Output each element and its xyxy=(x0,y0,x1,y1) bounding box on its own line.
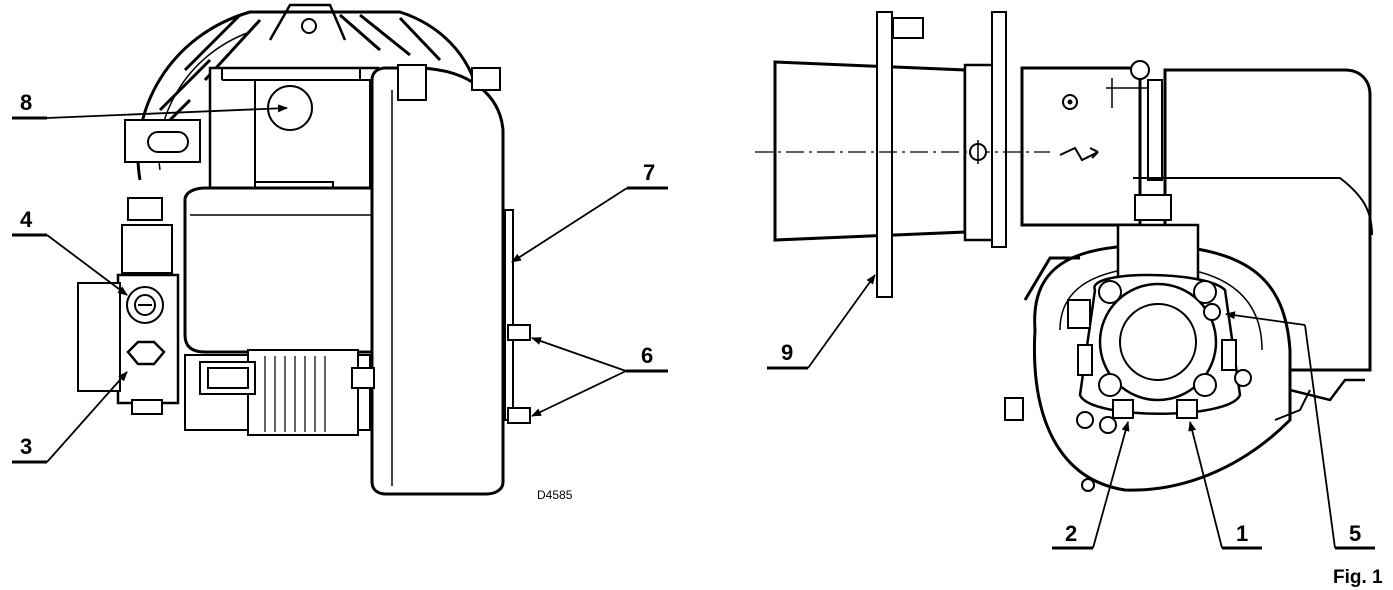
fan-housing xyxy=(124,3,480,181)
fixing-screws xyxy=(507,324,531,424)
callout-8: 8 xyxy=(20,90,32,115)
motor-assembly xyxy=(184,349,375,436)
callout-4: 4 xyxy=(20,207,33,232)
oil-pump-front xyxy=(1067,194,1252,434)
callout-3: 3 xyxy=(20,434,32,459)
drawing-code: D4585 xyxy=(537,488,573,502)
callout-1: 1 xyxy=(1236,521,1248,546)
callout-2: 2 xyxy=(1065,521,1077,546)
burner-body xyxy=(183,186,377,354)
blast-tube xyxy=(773,11,1007,298)
burner-side-view xyxy=(77,3,531,496)
burner-cover xyxy=(370,64,514,496)
callout-7: 7 xyxy=(643,160,655,185)
callout-5: 5 xyxy=(1349,521,1361,546)
oil-pump xyxy=(77,197,180,415)
figure-caption: Fig. 1 xyxy=(1333,567,1383,588)
callout-6: 6 xyxy=(641,343,653,368)
callout-9: 9 xyxy=(781,340,793,365)
burner-front-view xyxy=(755,11,1373,492)
callouts xyxy=(12,104,1375,550)
